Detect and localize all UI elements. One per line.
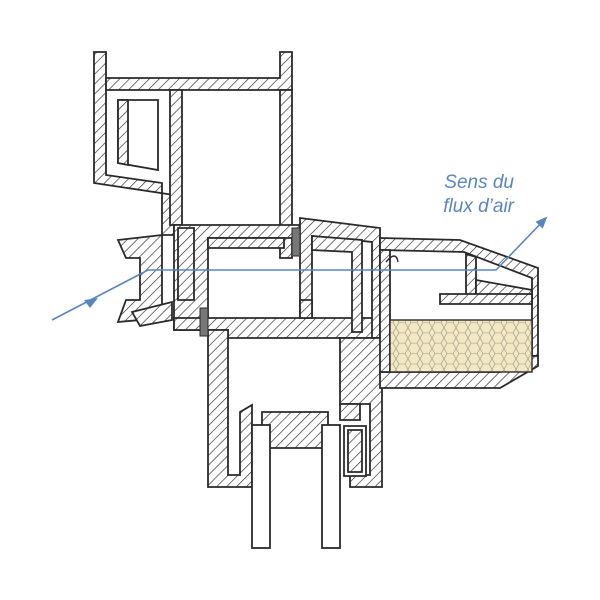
airflow-label-line-1: Sens du bbox=[444, 172, 514, 193]
gasket-upper bbox=[291, 227, 301, 257]
upper-housing-top-rail bbox=[105, 51, 293, 91]
airflow-label-line-2: flux d’air bbox=[443, 196, 514, 217]
gasket-lower bbox=[199, 307, 209, 337]
inlet-nozzle-outer bbox=[116, 233, 163, 324]
upper-housing-recess-wall bbox=[117, 99, 129, 167]
honeycomb-filter bbox=[389, 319, 533, 373]
nose-hook bbox=[385, 255, 399, 263]
airflow-inlet-arrowhead bbox=[84, 298, 98, 308]
upper-housing-right-wall bbox=[279, 89, 293, 259]
inlet-nozzle-lip bbox=[130, 300, 173, 328]
nose-cone-rear-wall bbox=[379, 249, 391, 373]
barrel-bottom-ring bbox=[299, 299, 313, 319]
lower-housing-bottom bbox=[261, 411, 329, 449]
nose-cone-cross-bar bbox=[439, 293, 533, 305]
lower-housing-right-pocket-wall bbox=[347, 429, 363, 473]
connector-pin-left bbox=[251, 424, 271, 549]
upper-housing-divider bbox=[169, 89, 183, 226]
lower-housing-left-wall bbox=[207, 329, 253, 488]
lower-housing-right-inner bbox=[339, 403, 361, 421]
inlet-nozzle-tab bbox=[177, 227, 195, 301]
barrel-inner-sleeve bbox=[311, 235, 363, 333]
connector-pin-right bbox=[321, 424, 341, 549]
throat-inner-bar bbox=[207, 237, 285, 249]
airflow-arrow bbox=[51, 216, 548, 321]
